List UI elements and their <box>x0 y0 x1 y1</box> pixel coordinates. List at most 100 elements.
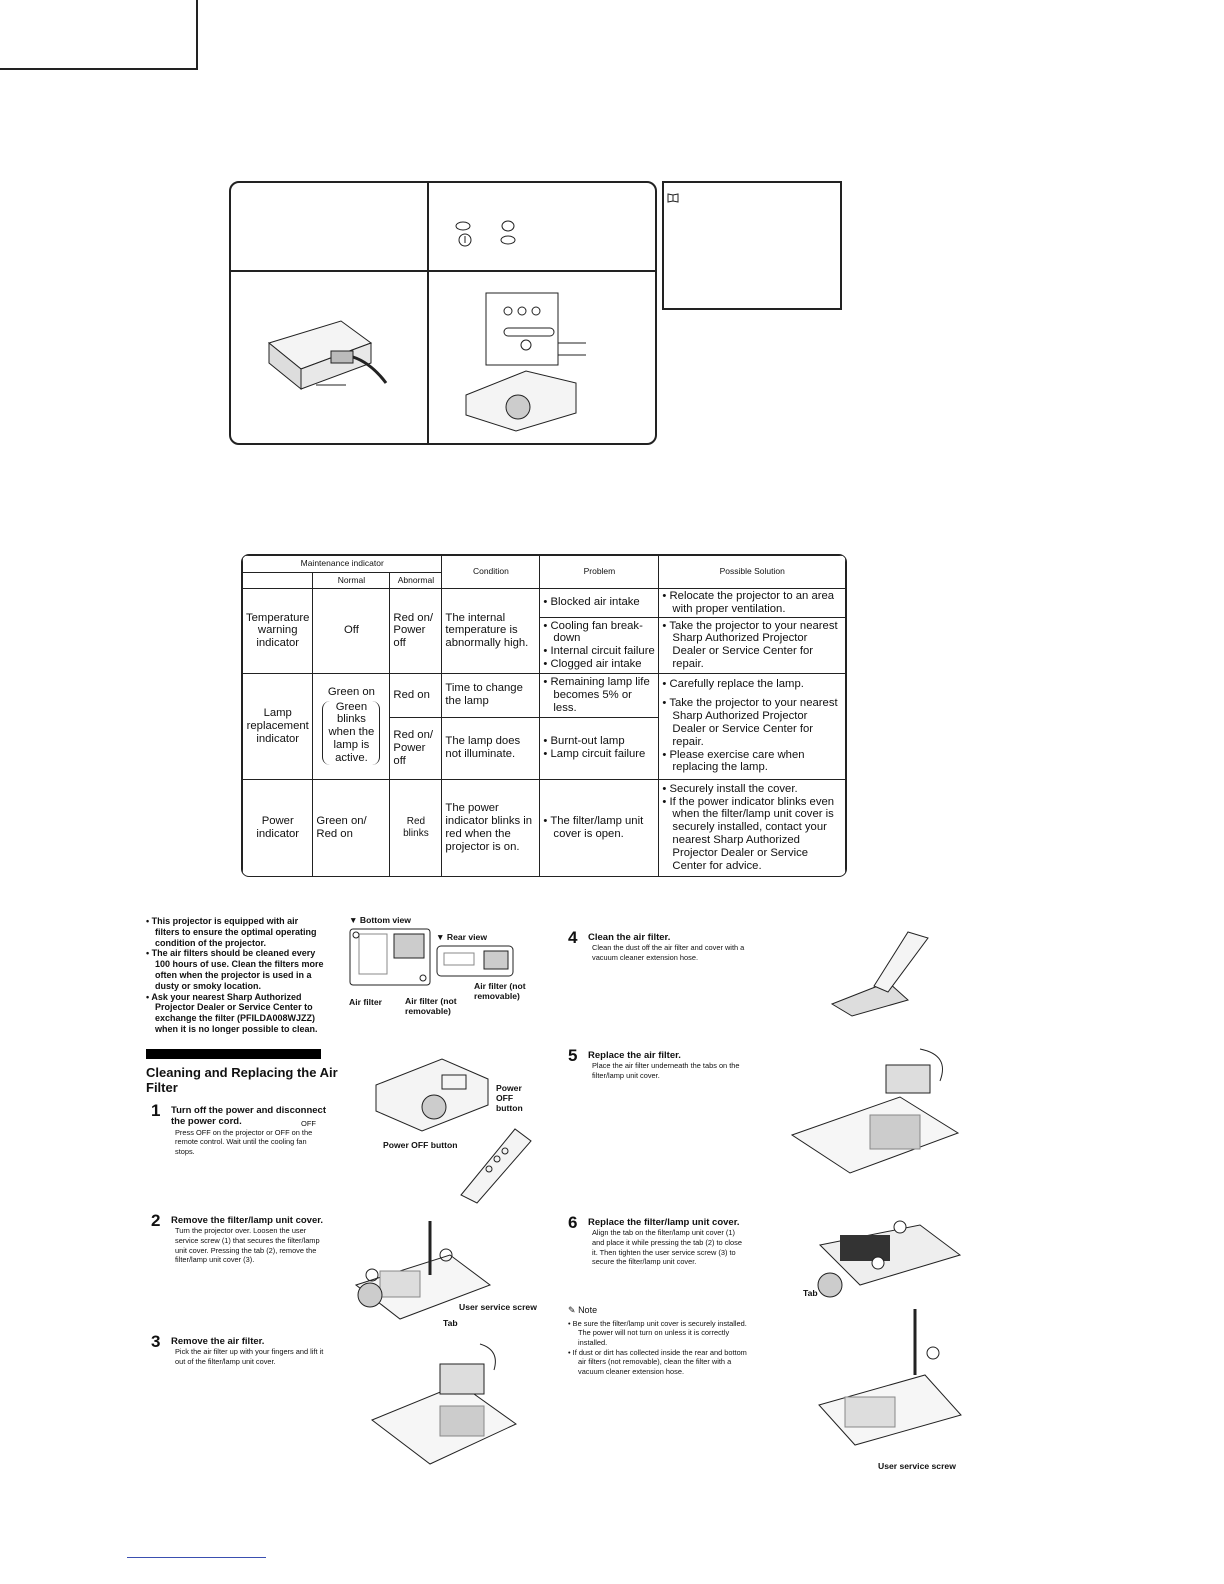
step-4: 4 Clean the air filter. Clean the dust o… <box>568 928 748 963</box>
intro-bullets: This projector is equipped with air filt… <box>146 916 324 1035</box>
lamp-indicator: Lamp replacement indicator <box>242 672 314 780</box>
temperature-solution-2: Take the projector to your nearest Sharp… <box>662 620 842 672</box>
power-condition: The power indicator blinks in red when t… <box>441 778 541 876</box>
air-filter-not-removable-label-2: Air filter (not removable) <box>474 981 526 1001</box>
note-block: ✎ Note Be sure the filter/lamp unit cove… <box>568 1305 748 1376</box>
step-1: 1 Turn off the power and disconnect the … <box>151 1101 326 1157</box>
top-illustration-panel <box>229 181 657 445</box>
corner-frame <box>0 0 198 70</box>
step-1-number: 1 <box>151 1101 161 1120</box>
step-4-body: Clean the dust off the air filter and co… <box>592 943 745 963</box>
intro-bullet-1: This projector is equipped with air filt… <box>146 916 324 948</box>
lamp-problem-1: Remaining lamp life becomes 5% or less. <box>543 676 655 715</box>
step-5: 5 Replace the air filter. Place the air … <box>568 1046 748 1081</box>
step-2-number: 2 <box>151 1211 161 1230</box>
step-5-heading: Replace the air filter. <box>588 1050 681 1061</box>
power-indicator: Power indicator <box>242 778 314 876</box>
lamp-problem-2b: Lamp circuit failure <box>543 748 655 761</box>
step-4-number: 4 <box>568 928 578 947</box>
rear-view-illustration <box>436 945 514 977</box>
temperature-indicator: Temperature warning indicator <box>242 588 314 674</box>
lamp-solution-1: Carefully replace the lamp. <box>662 678 842 691</box>
lamp-solution-3: Please exercise care when replacing the … <box>662 749 842 775</box>
off-label: OFF <box>301 1119 316 1128</box>
lamp-condition-2: The lamp does not illuminate. <box>441 716 541 780</box>
step-6-number: 6 <box>568 1213 578 1232</box>
header-condition: Condition <box>441 555 541 589</box>
temperature-problem-2b: Internal circuit failure <box>543 645 655 658</box>
temperature-condition: The internal temperature is abnormally h… <box>441 588 541 674</box>
rear-view-label: ▼ Rear view <box>436 932 488 942</box>
step-5-number: 5 <box>568 1046 578 1065</box>
section-bar <box>146 1049 321 1059</box>
header-solution: Possible Solution <box>658 555 846 589</box>
step-6-body: Align the tab on the filter/lamp unit co… <box>592 1228 742 1267</box>
user-service-screw-label: User service screw <box>459 1302 537 1312</box>
header-abnormal: Abnormal <box>389 572 443 589</box>
lamp-abnormal-1: Red on <box>389 672 443 718</box>
screw-tighten-illustration <box>818 1309 962 1446</box>
lamp-normal-1: Green on <box>327 685 375 698</box>
user-service-screw-label-2: User service screw <box>878 1461 956 1471</box>
air-filter-not-removable-label-1: Air filter (not removable) <box>405 996 457 1016</box>
intro-bullet-3: Ask your nearest Sharp Authorized Projec… <box>146 992 324 1035</box>
header-maintenance: Maintenance indicator <box>242 555 443 573</box>
power-off-button-label-projector: Power OFF button <box>496 1083 523 1113</box>
bottom-view-illustration <box>349 928 431 986</box>
temperature-problem-1: Blocked air intake <box>543 596 655 609</box>
remote-buttons-icon <box>455 220 516 247</box>
reference-note-box <box>662 181 842 310</box>
projector-front-illustration <box>375 1058 489 1132</box>
pencil-icon: ✎ <box>568 1305 576 1315</box>
book-icon <box>667 193 679 203</box>
power-normal: Green on/ Red on <box>312 778 391 876</box>
note-title: Note <box>578 1305 598 1315</box>
filter-removal-illustration <box>370 1343 517 1465</box>
step-4-heading: Clean the air filter. <box>588 932 671 943</box>
projector-power-cord-illustration <box>267 320 388 391</box>
power-problem: The filter/lamp unit cover is open. <box>543 815 655 841</box>
temperature-normal: Off <box>312 588 391 674</box>
temperature-solution-1: Relocate the projector to an area with p… <box>662 590 842 616</box>
step-1-heading: Turn off the power and disconnect the po… <box>171 1105 326 1128</box>
maintenance-indicator-table: Maintenance indicator Condition Problem … <box>241 554 847 877</box>
power-abnormal: Red blinks <box>389 778 443 876</box>
cover-removal-illustration <box>354 1221 492 1320</box>
temperature-abnormal: Red on/ Power off <box>389 588 443 674</box>
tab-label: Tab <box>443 1318 458 1328</box>
step-6: 6 Replace the filter/lamp unit cover. Al… <box>568 1213 748 1267</box>
vacuum-cleaning-illustration <box>830 931 929 1017</box>
bottom-view-label: ▼ Bottom view <box>349 915 411 925</box>
panel-divider-vertical <box>427 183 429 443</box>
step-3-number: 3 <box>151 1332 161 1351</box>
power-solution-2: If the power indicator blinks even when … <box>662 796 842 873</box>
tab-label-2: Tab <box>803 1288 818 1298</box>
lamp-condition-1: Time to change the lamp <box>441 672 541 718</box>
panel-divider-horizontal <box>231 270 655 272</box>
lamp-problem-2a: Burnt-out lamp <box>543 735 655 748</box>
power-off-button-label-remote: Power OFF button <box>383 1140 458 1150</box>
projector-controls-illustration <box>465 292 586 432</box>
step-3-body: Pick the air filter up with your fingers… <box>175 1347 324 1367</box>
step-3-heading: Remove the air filter. <box>171 1336 265 1347</box>
step-2-body: Turn the projector over. Loosen the user… <box>175 1226 320 1265</box>
temperature-problem-2c: Clogged air intake <box>543 658 655 671</box>
step-2-heading: Remove the filter/lamp unit cover. <box>171 1215 324 1226</box>
lamp-abnormal-2: Red on/ Power off <box>389 716 443 780</box>
header-normal: Normal <box>312 572 391 589</box>
lamp-solution-2: Take the projector to your nearest Sharp… <box>662 697 842 749</box>
step-5-body: Place the air filter underneath the tabs… <box>592 1061 740 1081</box>
step-2: 2 Remove the filter/lamp unit cover. Tur… <box>151 1211 326 1265</box>
section-title: Cleaning and Replacing the Air Filter <box>146 1065 338 1095</box>
cover-attach-illustration <box>817 1220 962 1298</box>
footer-line <box>127 1557 266 1558</box>
remote-control-illustration <box>460 1128 532 1204</box>
header-problem: Problem <box>539 555 660 589</box>
intro-bullet-2: The air filters should be cleaned every … <box>146 948 324 991</box>
temperature-problem-2a: Cooling fan break-down <box>543 620 655 646</box>
note-item-2: If dust or dirt has collected inside the… <box>568 1348 748 1377</box>
step-6-heading: Replace the filter/lamp unit cover. <box>588 1217 740 1228</box>
step-1-body: Press OFF on the projector or OFF on the… <box>175 1127 313 1157</box>
lamp-normal-2: Green blinks when the lamp is active. <box>322 700 381 765</box>
power-solution-1: Securely install the cover. <box>662 783 842 796</box>
